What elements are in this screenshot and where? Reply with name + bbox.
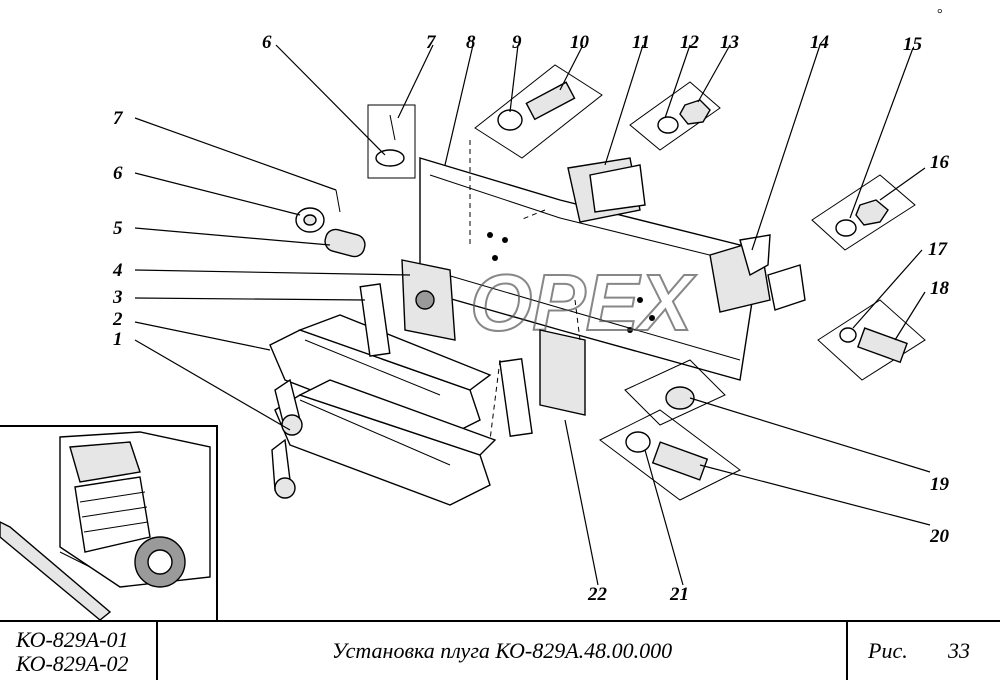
- model-code-2: КО-829А-02: [16, 651, 129, 676]
- callout-6-top: 6: [262, 32, 272, 53]
- left-mounting: [295, 189, 456, 357]
- callout-15: 15: [903, 34, 923, 55]
- figure-reference: Рис. 33: [848, 622, 1000, 680]
- title-block: КО-829А-01 КО-829А-02 Установка плуга КО…: [0, 620, 1000, 680]
- callout-7: 7: [113, 108, 124, 129]
- figure-number: 33: [948, 638, 970, 663]
- callout-8: 8: [466, 32, 476, 53]
- model-code-1: КО-829А-01: [16, 627, 129, 652]
- plate-17: [767, 264, 806, 311]
- bracket-11: [567, 157, 646, 223]
- bolt-group-20-21: [599, 409, 741, 501]
- assembly-line-3: [574, 299, 581, 341]
- exploded-assembly-diagram: OPEX: [112, 7, 950, 605]
- drawing-title: Установка плуга КО-829А.48.00.000: [158, 622, 848, 680]
- callout-13: 13: [720, 32, 739, 53]
- inset-truck-view: [0, 425, 218, 621]
- nut-group-12-13: [629, 81, 721, 151]
- callout-21: 21: [669, 584, 689, 605]
- callout-16: 16: [930, 152, 950, 173]
- pin-group-6-7-top: [367, 104, 416, 179]
- nut-group-15-16: [811, 174, 916, 251]
- callout-20: 20: [929, 526, 950, 547]
- callout-7-top: 7: [426, 32, 437, 53]
- callout-22: 22: [587, 584, 608, 605]
- leader-lines: [134, 44, 931, 586]
- callout-5: 5: [113, 218, 123, 239]
- bolt-group-9-10: [474, 64, 603, 159]
- right-mounting: [499, 329, 586, 437]
- callout-9: 9: [512, 32, 522, 53]
- callout-4: 4: [112, 260, 123, 281]
- callout-18: 18: [930, 278, 950, 299]
- figure-label: Рис.: [868, 638, 908, 663]
- bolt-group-17-18: [817, 299, 926, 381]
- bushing-group-19: [624, 359, 726, 426]
- callout-19: 19: [930, 474, 950, 495]
- callout-6: 6: [113, 163, 123, 184]
- watermark-text: OPEX: [470, 258, 697, 347]
- truck-plough-illustration: [0, 431, 211, 621]
- callout-17: 17: [928, 239, 949, 260]
- model-codes: КО-829А-01 КО-829А-02: [0, 622, 158, 680]
- assembly-line-2: [489, 359, 501, 441]
- bumper-beam: [419, 157, 761, 381]
- corner-mark: °: [937, 7, 943, 22]
- callout-2: 2: [112, 309, 123, 330]
- plough-frame: [269, 314, 497, 506]
- callout-1: 1: [113, 329, 123, 350]
- assembly-line-4: [519, 209, 546, 221]
- callout-11: 11: [632, 32, 650, 53]
- bracket-14: [709, 234, 771, 313]
- callout-12: 12: [680, 32, 700, 53]
- callout-14: 14: [810, 32, 829, 53]
- callout-10: 10: [570, 32, 590, 53]
- callout-3: 3: [112, 287, 123, 308]
